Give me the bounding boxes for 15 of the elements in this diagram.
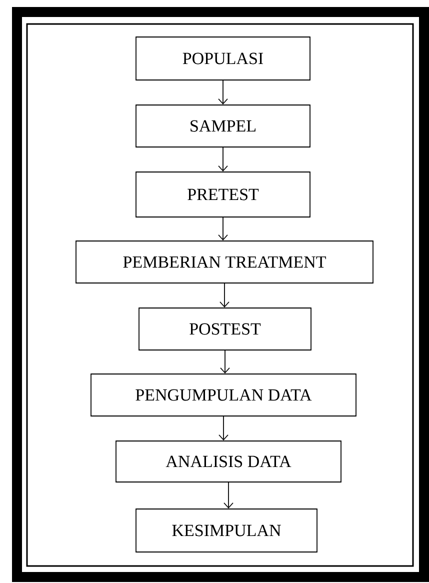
process-box: KESIMPULAN	[136, 508, 318, 552]
process-box: POPULASI	[136, 36, 310, 80]
arrow	[220, 283, 230, 308]
process-box: PEMBERIAN TREATMENT	[76, 240, 374, 284]
process-box: PENGUMPULAN DATA	[90, 374, 356, 416]
arrow	[218, 217, 228, 241]
arrow	[218, 80, 228, 105]
arrow	[224, 482, 234, 509]
arrow	[218, 416, 228, 441]
arrow	[220, 350, 230, 374]
process-box: POSTEST	[138, 308, 312, 350]
process-box: PRETEST	[136, 172, 310, 218]
process-box: ANALISIS DATA	[116, 440, 342, 482]
arrow	[218, 147, 228, 172]
process-box: SAMPEL	[136, 104, 310, 148]
